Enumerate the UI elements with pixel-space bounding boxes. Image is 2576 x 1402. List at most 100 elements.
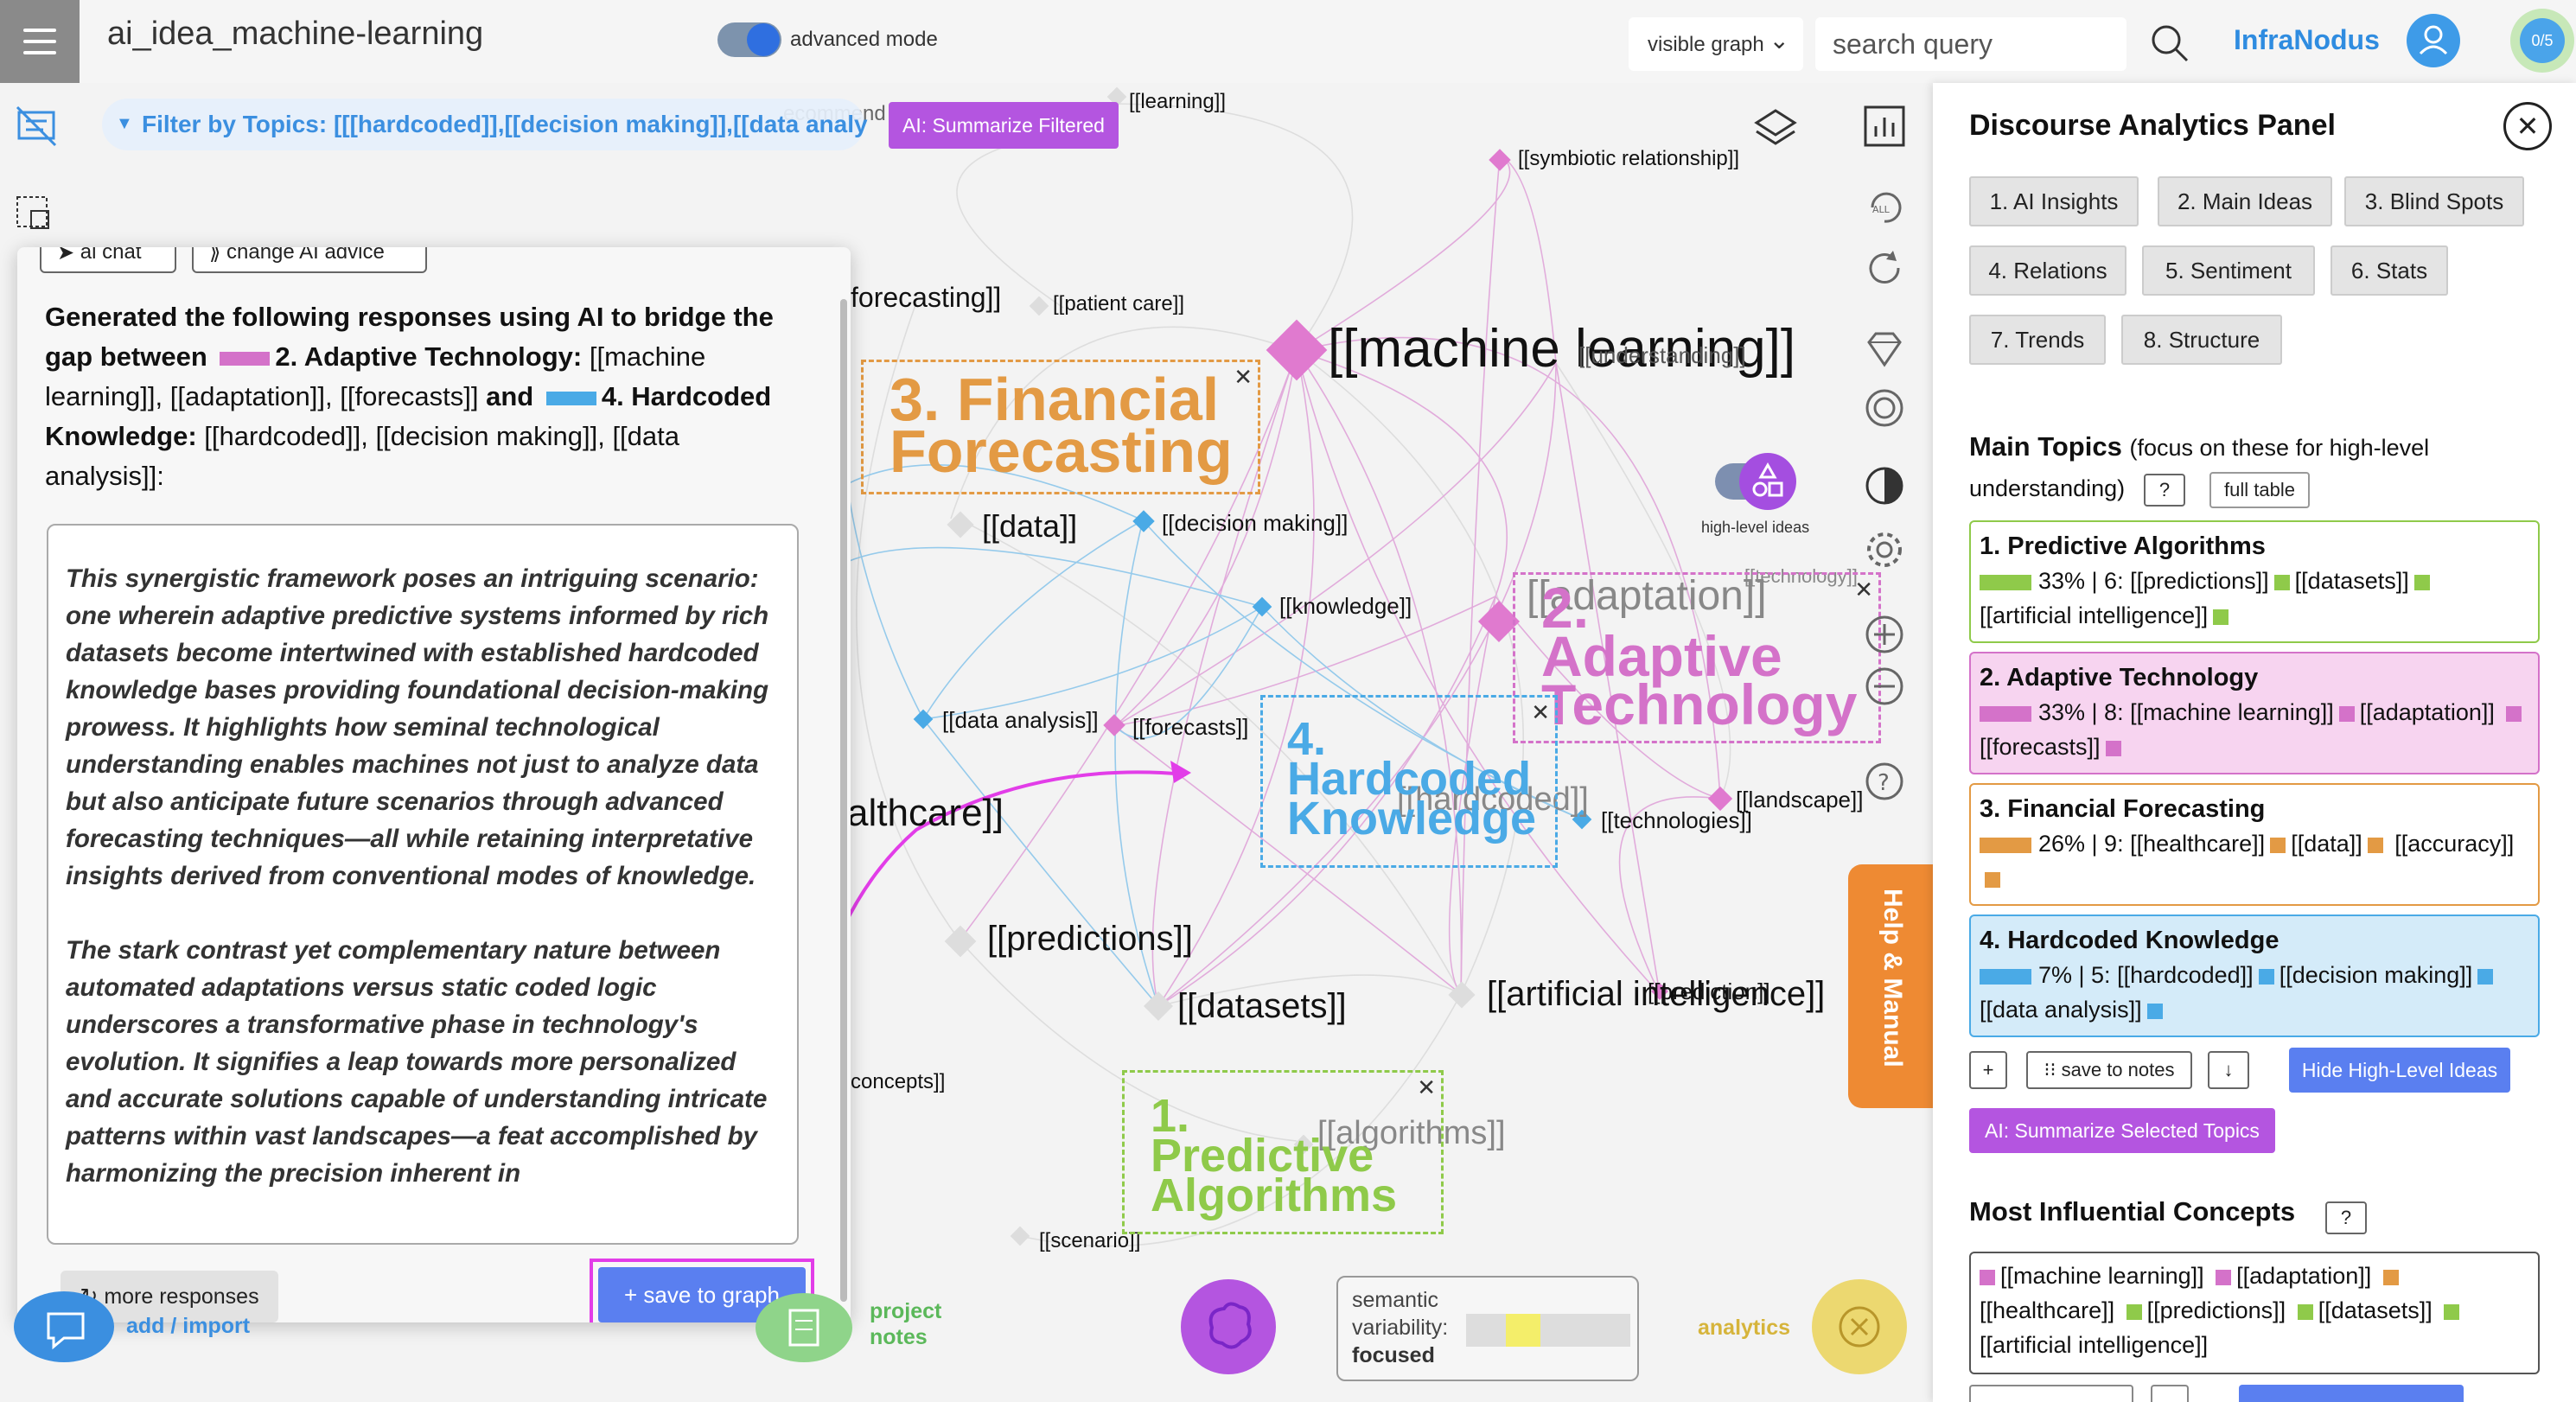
- add-topic-button[interactable]: +: [1969, 1051, 2007, 1089]
- graph-canvas[interactable]: ecommend [[learning]] [[symbiotic relati…: [0, 83, 1928, 1402]
- node-label[interactable]: [[forecasts]]: [1132, 714, 1249, 740]
- save-to-notes-button[interactable]: ⁝⁝ save to notes: [2026, 1051, 2192, 1089]
- tab-main-ideas[interactable]: 2. Main Ideas: [2158, 176, 2332, 226]
- topic-filter-bar[interactable]: [102, 99, 864, 150]
- ai-response-box[interactable]: This synergistic framework poses an intr…: [47, 524, 799, 1245]
- node-label[interactable]: [[symbiotic relationship]]: [1518, 147, 1740, 170]
- zoom-out-icon[interactable]: [1860, 662, 1909, 711]
- tab-stats[interactable]: 6. Stats: [2331, 245, 2448, 296]
- concept-item[interactable]: [[machine learning]]: [2000, 1263, 2204, 1289]
- tab-sentiment[interactable]: 5. Sentiment: [2142, 245, 2315, 296]
- tab-ai-insights[interactable]: 1. AI Insights: [1969, 176, 2139, 226]
- help-manual-tab[interactable]: Help & Manual: [1848, 864, 1935, 1108]
- reset-all-icon[interactable]: ALL: [1860, 183, 1909, 232]
- close-analytics-icon[interactable]: [1812, 1279, 1907, 1374]
- concept-item[interactable]: [[adaptation]]: [2236, 1263, 2372, 1289]
- close-icon[interactable]: ✕: [1854, 577, 1873, 602]
- more-responses-button[interactable]: ↻ more responses: [61, 1271, 278, 1322]
- analytics-label[interactable]: analytics: [1698, 1316, 1791, 1340]
- close-icon[interactable]: ✕: [1417, 1074, 1436, 1100]
- notes-icon[interactable]: [756, 1293, 852, 1362]
- graph-title[interactable]: ai_idea_machine-learning: [107, 16, 484, 52]
- chevron-down-icon[interactable]: ▼: [116, 114, 133, 133]
- advanced-mode-toggle[interactable]: [717, 22, 781, 57]
- node-label[interactable]: [[artificial intelligence]]: [1487, 975, 1826, 1013]
- node-label[interactable]: concepts]]: [851, 1070, 946, 1093]
- diamond-icon[interactable]: [1860, 325, 1909, 373]
- analytics-chart-icon[interactable]: [1860, 102, 1909, 150]
- chat-bubble-icon[interactable]: [14, 1291, 114, 1362]
- layers-icon[interactable]: [1751, 104, 1800, 152]
- node-label[interactable]: [[technology]]: [1744, 565, 1858, 587]
- reload-icon[interactable]: [1860, 244, 1909, 292]
- hide-text-icon[interactable]: [12, 102, 62, 152]
- node-label[interactable]: [[datasets]]: [1177, 987, 1347, 1025]
- brand-logo[interactable]: InfraNodus: [2234, 24, 2380, 55]
- node-label[interactable]: [[decision making]]: [1162, 510, 1349, 536]
- close-icon[interactable]: ✕: [2503, 102, 2552, 150]
- add-import-link[interactable]: add / import: [126, 1314, 251, 1338]
- concept-item[interactable]: [[datasets]]: [2318, 1297, 2433, 1323]
- topic-card-financial-forecasting[interactable]: 3. Financial Forecasting 26% | 9: [[heal…: [1969, 783, 2540, 906]
- concept-item[interactable]: [[healthcare]]: [1980, 1297, 2115, 1323]
- node-label[interactable]: [[machine learning]]: [1328, 319, 1796, 379]
- tab-blind-spots[interactable]: 3. Blind Spots: [2344, 176, 2524, 226]
- graph-view-select[interactable]: visible graph: [1629, 17, 1803, 71]
- node-label[interactable]: [[data analysis]]: [942, 707, 1099, 733]
- save-to-graph-button[interactable]: + save to graph: [598, 1267, 806, 1322]
- node-label[interactable]: [[learning]]: [1129, 90, 1227, 113]
- settings-gear-icon[interactable]: [1860, 526, 1909, 574]
- help-question-icon[interactable]: ?: [1860, 757, 1909, 806]
- node-label[interactable]: althcare]]: [847, 792, 1004, 834]
- hamburger-menu-icon[interactable]: [0, 0, 80, 83]
- usage-counter-badge[interactable]: 0/5: [2510, 9, 2574, 73]
- node-label[interactable]: [[understanding]]: [1578, 342, 1746, 368]
- node-label[interactable]: [[data]]: [982, 508, 1078, 544]
- node-label[interactable]: [[algorithms]]: [1317, 1115, 1506, 1151]
- ai-summarize-filtered-button[interactable]: AI: Summarize Filtered: [889, 102, 1119, 149]
- select-area-icon[interactable]: [12, 192, 62, 242]
- search-icon[interactable]: [2147, 21, 2192, 66]
- concept-item[interactable]: [[artificial intelligence]]: [1980, 1332, 2209, 1358]
- node-label[interactable]: [[prediction]]: [1648, 978, 1770, 1004]
- topic-card-predictive-algorithms[interactable]: 1. Predictive Algorithms 33% | 6: [[pred…: [1969, 520, 2540, 643]
- influential-concepts-list[interactable]: [[machine learning]] [[adaptation]] [[he…: [1969, 1252, 2540, 1374]
- user-avatar-icon[interactable]: [2407, 14, 2460, 67]
- help-question-button[interactable]: ?: [2144, 474, 2185, 507]
- ai-summarize-selected-topics-button[interactable]: AI: Summarize Selected Topics: [1969, 1108, 2275, 1153]
- tab-relations[interactable]: 4. Relations: [1969, 245, 2126, 296]
- high-level-ideas-toggle[interactable]: [1715, 453, 1796, 510]
- topic-filter-text[interactable]: Filter by Topics: [[[hardcoded]],[[decis…: [142, 111, 868, 137]
- close-icon[interactable]: ✕: [1234, 364, 1253, 390]
- brain-icon[interactable]: [1181, 1279, 1276, 1374]
- node-label[interactable]: [[knowledge]]: [1279, 593, 1412, 619]
- variability-slider[interactable]: [1466, 1314, 1630, 1347]
- hide-high-level-ideas-button[interactable]: Hide High-Level Ideas: [2289, 1048, 2510, 1093]
- node-label[interactable]: [[patient care]]: [1053, 292, 1185, 315]
- panel-scrollbar[interactable]: [840, 299, 847, 1302]
- tab-trends[interactable]: 7. Trends: [1969, 315, 2106, 365]
- node-label[interactable]: [[technologies]]: [1601, 807, 1752, 833]
- zoom-in-icon[interactable]: [1860, 610, 1909, 659]
- topic-card-adaptive-technology[interactable]: 2. Adaptive Technology 33% | 8: [[machin…: [1969, 652, 2540, 774]
- help-question-button[interactable]: ?: [2325, 1201, 2367, 1234]
- close-icon[interactable]: ✕: [1531, 699, 1550, 725]
- change-ai-advice-tab[interactable]: ⟫ change AI advice: [192, 247, 427, 273]
- topic-card-hardcoded-knowledge[interactable]: 4. Hardcoded Knowledge 7% | 5: [[hardcod…: [1969, 914, 2540, 1037]
- full-table-button[interactable]: full table: [2209, 472, 2310, 508]
- node-label[interactable]: forecasting]]: [851, 282, 1002, 313]
- node-label[interactable]: [[predictions]]: [987, 920, 1193, 958]
- search-input[interactable]: [1815, 17, 2126, 71]
- focus-circle-icon[interactable]: [1860, 384, 1909, 432]
- contrast-icon[interactable]: [1860, 462, 1909, 510]
- node-label[interactable]: [[adaptation]]: [1527, 573, 1767, 619]
- concept-item[interactable]: [[predictions]]: [2146, 1297, 2286, 1323]
- node-label[interactable]: [[landscape]]: [1736, 787, 1864, 813]
- tab-structure[interactable]: 8. Structure: [2121, 315, 2282, 365]
- ai-chat-tab[interactable]: ➤ ai chat: [40, 247, 176, 273]
